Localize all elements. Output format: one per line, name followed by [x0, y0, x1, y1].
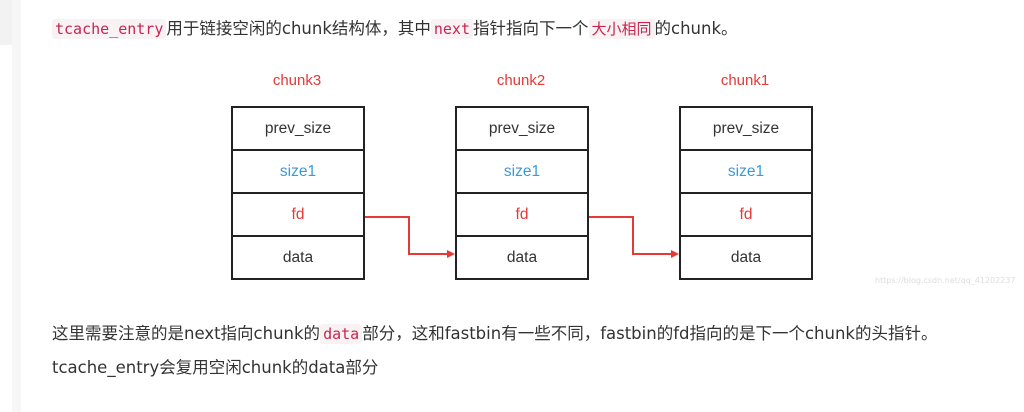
note-text-1: 这里需要注意的是next指向chunk的	[52, 324, 321, 343]
arrowhead	[671, 250, 679, 258]
field-prev-size: prev_size	[457, 108, 587, 151]
sidebar-border	[12, 0, 21, 412]
field-prev-size: prev_size	[681, 108, 811, 151]
watermark: https://blog.csdn.net/qq_41202237	[875, 276, 1016, 285]
arrowhead	[447, 250, 455, 258]
field-fd: fd	[233, 194, 363, 237]
note-text-2: 部分，这和fastbin有一些不同，fastbin的fd指向的是下一个chunk…	[52, 324, 938, 377]
intro-text-2: 指针指向下一个	[473, 19, 589, 38]
field-prev-size: prev_size	[233, 108, 363, 151]
field-fd: fd	[681, 194, 811, 237]
field-data: data	[282, 249, 314, 266]
code-next: next	[430, 19, 473, 39]
arrow-chunk3-to-chunk2	[364, 216, 449, 255]
chunk-label: chunk1	[720, 72, 770, 89]
intro-text-1: 用于链接空闲的chunk结构体，其中	[166, 19, 431, 38]
field-size1: size1	[233, 151, 363, 194]
arrow-chunk2-to-chunk1	[588, 216, 673, 255]
chunk-label: chunk2	[496, 72, 546, 89]
code-tcache-entry: tcache_entry	[52, 19, 167, 39]
code-data: data	[320, 324, 363, 344]
intro-text-3: 的chunk。	[654, 19, 738, 38]
field-fd: fd	[457, 194, 587, 237]
field-data: data	[730, 249, 762, 266]
field-size1: size1	[681, 151, 811, 194]
sidebar-edge	[0, 0, 12, 45]
field-size1: size1	[457, 151, 587, 194]
highlight-same-size: 大小相同	[588, 19, 655, 39]
field-data: data	[506, 249, 538, 266]
chunk-label: chunk3	[272, 72, 322, 89]
